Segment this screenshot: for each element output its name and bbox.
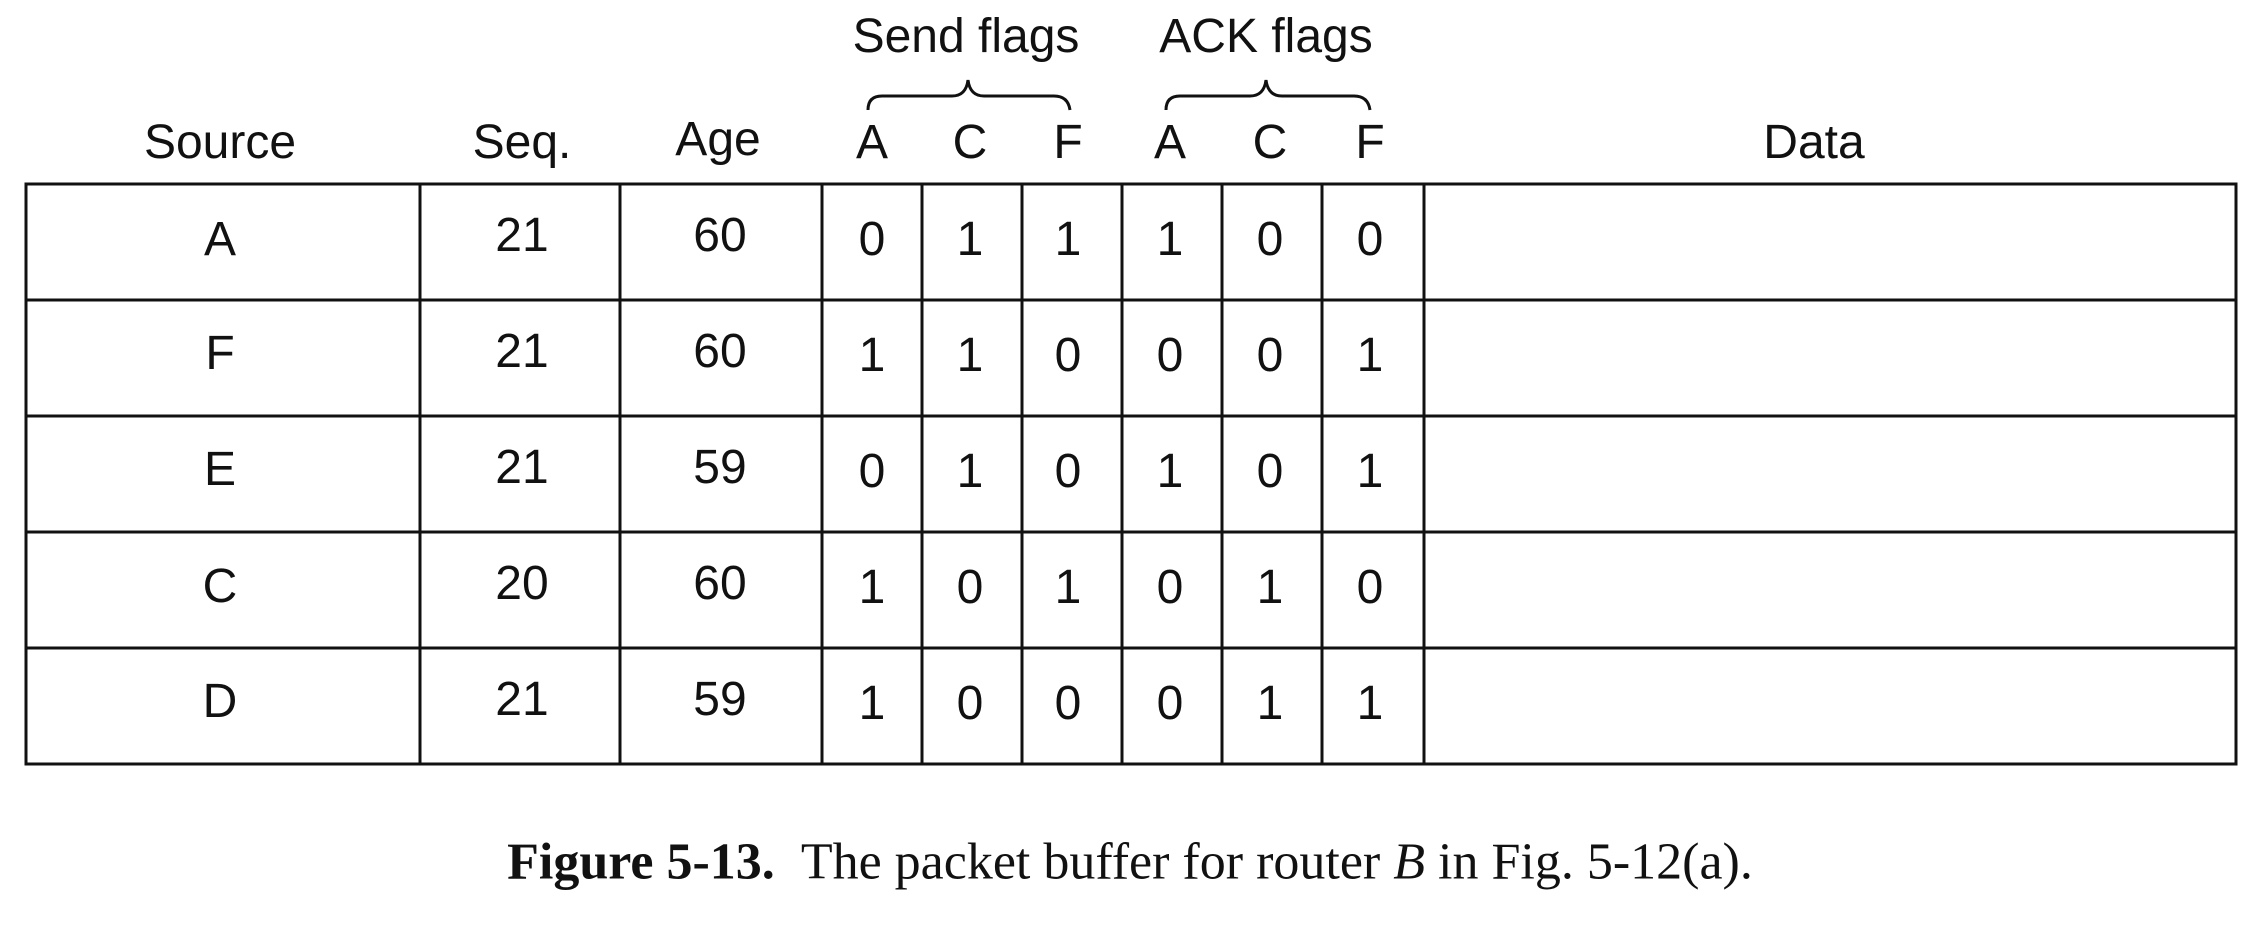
cell-ack-f: 0 [1356,213,1384,266]
caption-text-before: The packet buffer for router [800,833,1381,891]
cell-ack-f: 0 [1356,561,1384,614]
cell-source: F [205,327,235,380]
cell-age: 60 [693,557,747,610]
figure-caption: Figure 5-13. The packet buffer for route… [0,833,2260,892]
header-ack-a: A [1153,116,1187,169]
cell-seq: 21 [495,441,549,494]
cell-send-a: 0 [858,213,886,266]
header-ack-c: C [1252,116,1288,169]
cell-send-f: 0 [1054,677,1082,730]
cell-source: A [203,213,237,266]
cell-ack-c: 0 [1256,213,1284,266]
cell-ack-a: 0 [1156,561,1184,614]
cell-ack-a: 1 [1156,445,1184,498]
cell-ack-c: 1 [1256,677,1284,730]
cell-source: C [202,560,238,613]
cell-age: 60 [693,325,747,378]
cell-seq: 21 [495,673,549,726]
cell-send-f: 0 [1054,445,1082,498]
caption-router: B [1393,833,1425,891]
cell-send-c: 0 [956,677,984,730]
cell-send-a: 1 [858,561,886,614]
cell-source: E [203,443,237,496]
header-data: Data [1763,116,1865,169]
header-send-f: F [1053,116,1083,169]
cell-send-c: 1 [956,213,984,266]
cell-send-f: 1 [1054,561,1082,614]
cell-send-c: 1 [956,445,984,498]
cell-ack-c: 0 [1256,329,1284,382]
cell-send-c: 0 [956,561,984,614]
caption-text-after: in Fig. 5-12(a). [1438,833,1753,891]
cell-ack-c: 0 [1256,445,1284,498]
header-send-a: A [855,116,889,169]
cell-send-f: 0 [1054,329,1082,382]
cell-ack-c: 1 [1256,561,1284,614]
cell-ack-a: 1 [1156,213,1184,266]
header-seq: Seq. [472,116,572,169]
cell-age: 59 [693,673,747,726]
cell-send-f: 1 [1054,213,1082,266]
header-ack-f: F [1355,116,1385,169]
cell-send-a: 1 [858,329,886,382]
header-age: Age [675,113,761,166]
cell-send-a: 1 [858,677,886,730]
cell-source: D [202,675,238,728]
cell-seq: 21 [495,209,549,262]
cell-ack-a: 0 [1156,677,1184,730]
table-border [24,182,2238,766]
cell-ack-f: 1 [1356,329,1384,382]
cell-age: 59 [693,441,747,494]
header-send-c: C [952,116,988,169]
cell-send-c: 1 [956,329,984,382]
cell-seq: 21 [495,325,549,378]
cell-ack-f: 1 [1356,677,1384,730]
cell-send-a: 0 [858,445,886,498]
cell-age: 60 [693,209,747,262]
cell-ack-a: 0 [1156,329,1184,382]
send-flags-brace [866,79,1072,111]
cell-ack-f: 1 [1356,445,1384,498]
header-source: Source [143,116,297,169]
figure-number: Figure 5-13. [507,833,775,891]
cell-seq: 20 [495,557,549,610]
ack-flags-brace [1164,79,1372,111]
header-ack-flags: ACK flags [1159,10,1373,63]
header-send-flags: Send flags [852,10,1080,63]
